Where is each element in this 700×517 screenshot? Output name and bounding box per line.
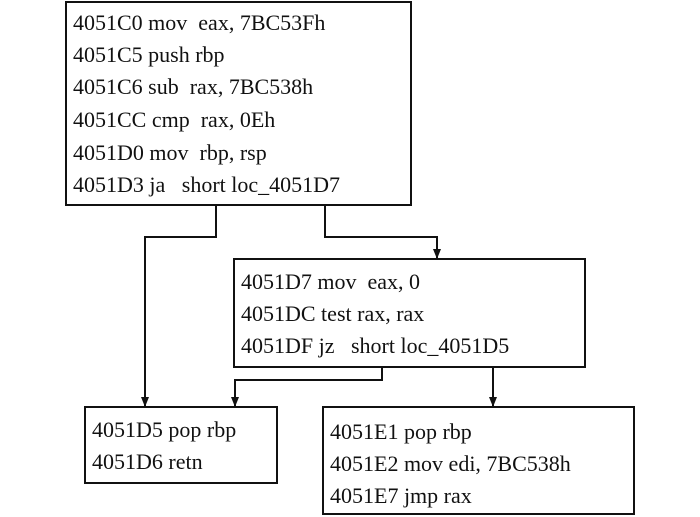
instruction-line: 4051D6 retn <box>92 449 203 474</box>
instruction-line: 4051D0 mov rbp, rsp <box>73 140 267 165</box>
basic-block-4051D5: 4051D5 pop rbp 4051D6 retn <box>84 406 278 484</box>
basic-block-4051C0: 4051C0 mov eax, 7BC53Fh 4051C5 push rbp … <box>65 1 412 206</box>
instruction-line: 4051D7 mov eax, 0 <box>241 269 421 294</box>
instruction-line: 4051C5 push rbp <box>73 42 225 67</box>
instruction-line: 4051DF jz short loc_4051D5 <box>241 333 510 358</box>
basic-block-4051D7: 4051D7 mov eax, 0 4051DC test rax, rax 4… <box>233 258 586 368</box>
instruction-line: 4051E7 jmp rax <box>330 483 472 508</box>
instruction-line: 4051C0 mov eax, 7BC53Fh <box>73 10 326 35</box>
instruction-line: 4051E2 mov edi, 7BC538h <box>330 451 571 476</box>
edge-a-to-c <box>141 206 217 407</box>
instruction-line: 4051C6 sub rax, 7BC538h <box>73 74 314 99</box>
basic-block-4051E1: 4051E1 pop rbp 4051E2 mov edi, 7BC538h 4… <box>322 406 635 515</box>
instruction-line: 4051D5 pop rbp <box>92 417 237 442</box>
instruction-line: 4051CC cmp rax, 0Eh <box>73 107 276 132</box>
edge-a-to-b <box>324 206 441 259</box>
instruction-line: 4051D3 ja short loc_4051D7 <box>73 172 341 197</box>
instruction-line: 4051DC test rax, rax <box>241 301 425 326</box>
instruction-line: 4051E1 pop rbp <box>330 419 472 444</box>
edge-b-to-c <box>231 368 383 407</box>
